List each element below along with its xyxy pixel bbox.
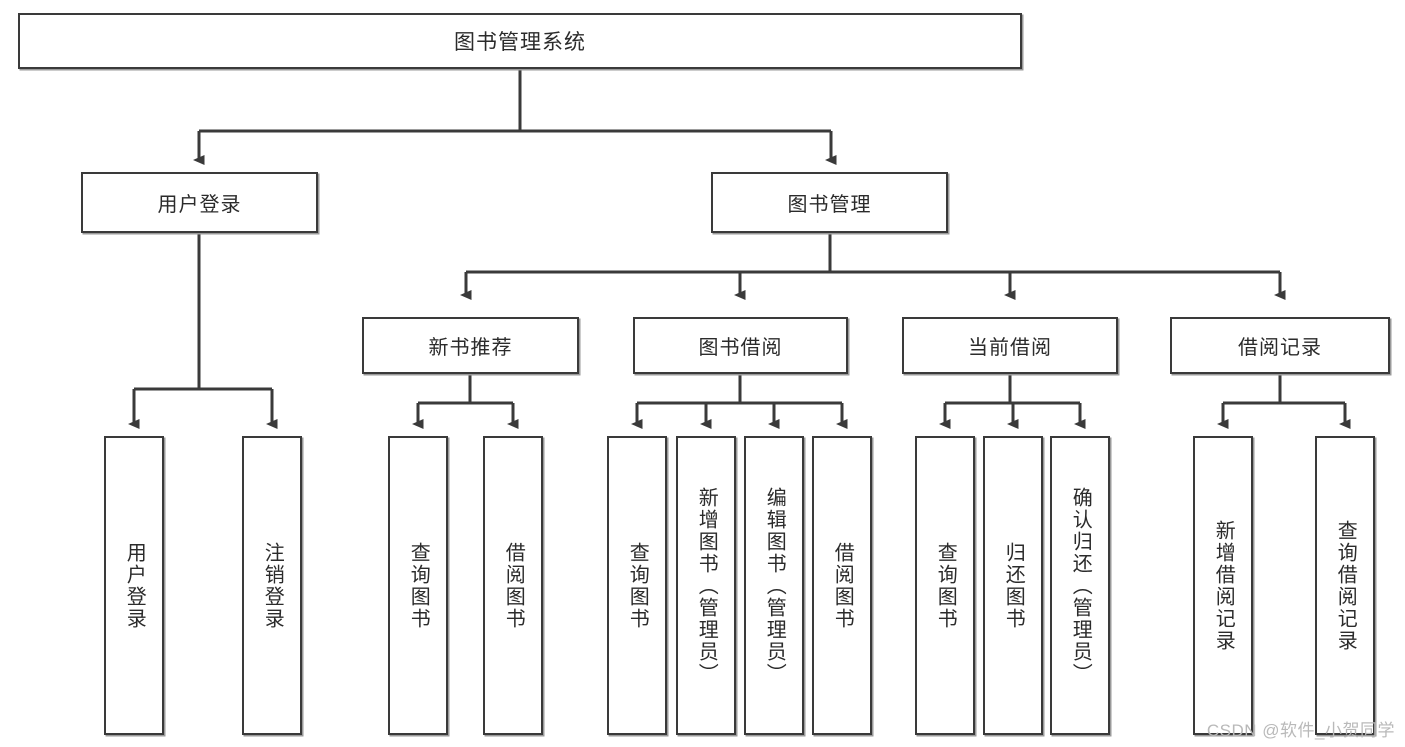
watermark-text: CSDN @软件_小贺同学 [1206,721,1395,740]
leaf-label: 借阅图书 [502,541,525,630]
leaf-label: 查询借阅记录 [1334,519,1357,652]
leaf-label: 确认归还（管理员） [1069,486,1092,685]
leaf-user-login-logout[interactable]: 注销登录 [242,436,302,735]
node-current-borrow[interactable]: 当前借阅 [902,317,1118,374]
leaf-label: 归还图书 [1002,541,1025,630]
leaf-label: 用户登录 [123,541,146,630]
leaf-current-borrow-return-book[interactable]: 归还图书 [983,436,1043,735]
leaf-borrow-record-query-record[interactable]: 查询借阅记录 [1315,436,1375,735]
leaf-book-borrow-query-book[interactable]: 查询图书 [607,436,667,735]
leaf-label: 注销登录 [261,541,284,630]
leaf-label: 查询图书 [626,541,649,630]
leaf-current-borrow-query-book[interactable]: 查询图书 [915,436,975,735]
leaf-label: 借阅图书 [831,541,854,630]
leaf-new-book-borrow-book[interactable]: 借阅图书 [483,436,543,735]
leaf-label: 查询图书 [934,541,957,630]
node-user-login[interactable]: 用户登录 [81,172,318,233]
leaf-label: 新增借阅记录 [1212,519,1235,652]
node-book-borrow[interactable]: 图书借阅 [633,317,848,374]
leaf-user-login-login[interactable]: 用户登录 [104,436,164,735]
node-root-system[interactable]: 图书管理系统 [18,13,1022,69]
leaf-borrow-record-add-record[interactable]: 新增借阅记录 [1193,436,1253,735]
leaf-book-borrow-edit-book-admin[interactable]: 编辑图书（管理员） [744,436,804,735]
leaf-current-borrow-confirm-return-admin[interactable]: 确认归还（管理员） [1050,436,1110,735]
leaf-label: 编辑图书（管理员） [763,486,786,685]
node-book-management[interactable]: 图书管理 [711,172,948,233]
node-borrow-record[interactable]: 借阅记录 [1170,317,1390,374]
leaf-book-borrow-add-book-admin[interactable]: 新增图书（管理员） [676,436,736,735]
leaf-label: 查询图书 [407,541,430,630]
node-new-book-recommend[interactable]: 新书推荐 [362,317,579,374]
leaf-label: 新增图书（管理员） [695,486,718,685]
leaf-new-book-query-book[interactable]: 查询图书 [388,436,448,735]
leaf-book-borrow-borrow-book[interactable]: 借阅图书 [812,436,872,735]
